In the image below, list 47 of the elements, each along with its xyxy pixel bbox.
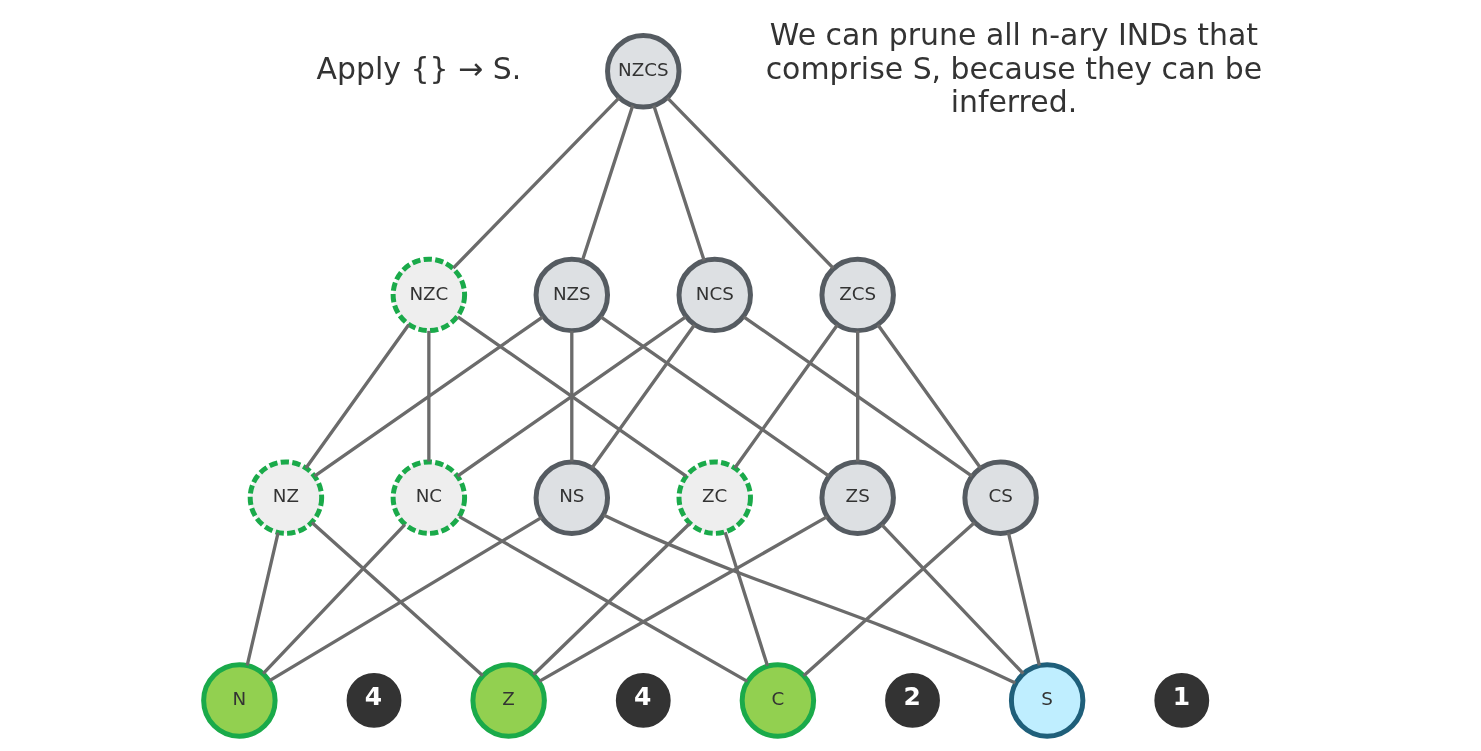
node-circle: NZCS	[605, 33, 682, 110]
label: Apply {} → S.	[316, 50, 522, 86]
connector	[602, 513, 1017, 685]
connector	[458, 515, 749, 683]
node-circle: NS	[533, 459, 611, 536]
connector	[590, 323, 696, 469]
connector	[268, 515, 543, 683]
node-circle: Z	[470, 662, 547, 739]
connector	[802, 521, 976, 677]
connector	[427, 330, 431, 462]
connector	[538, 515, 829, 683]
node-circle: ZC	[676, 459, 753, 536]
label: We can prune all n-ary INDs that comprise S, because they can be inferred.	[765, 17, 1263, 119]
node-circle: NC	[390, 459, 468, 536]
connector	[666, 96, 835, 270]
connector	[452, 96, 621, 270]
connector	[733, 323, 839, 469]
connector	[570, 330, 574, 462]
connector	[313, 315, 544, 478]
node-circle: NZS	[533, 256, 611, 334]
node-label: 1	[1172, 681, 1190, 711]
node-label: 2	[903, 681, 921, 711]
connector	[245, 532, 280, 666]
node-circle: ZS	[819, 459, 896, 536]
node-circle: CS	[962, 459, 1039, 536]
node-circle: ZCS	[819, 256, 896, 334]
node-label: 4	[634, 681, 652, 711]
connector	[580, 105, 635, 262]
node-circle: N	[201, 662, 278, 739]
node-circle: NZC	[390, 256, 468, 334]
node-circle: NCS	[676, 256, 753, 334]
connector	[876, 323, 982, 469]
connector	[1006, 532, 1041, 666]
node-circle: C	[739, 662, 817, 739]
node-circle: NZ	[247, 459, 325, 536]
connector	[599, 315, 830, 478]
connector	[652, 105, 706, 262]
connector	[532, 522, 691, 676]
connector	[856, 330, 860, 462]
connector	[880, 523, 1025, 675]
connector	[304, 323, 411, 469]
connector	[742, 315, 973, 478]
connector	[723, 531, 770, 667]
connector	[310, 521, 484, 677]
connector	[261, 523, 407, 675]
node-circle: S	[1008, 662, 1086, 739]
node-label: 4	[364, 681, 383, 711]
